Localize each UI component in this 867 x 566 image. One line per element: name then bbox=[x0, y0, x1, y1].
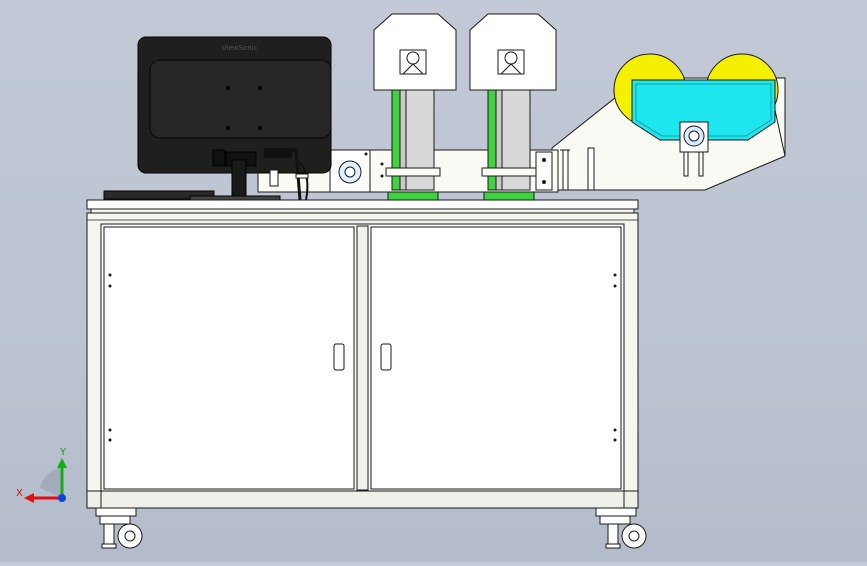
handle-right bbox=[380, 343, 392, 371]
cyan-hopper bbox=[631, 79, 776, 141]
tower-left bbox=[385, 89, 441, 201]
head-right bbox=[469, 13, 557, 91]
table-top bbox=[86, 199, 639, 214]
caster-left bbox=[95, 507, 143, 549]
x-axis-label: X bbox=[16, 488, 23, 499]
coordinate-triad[interactable]: Y X bbox=[16, 447, 67, 503]
caster-right bbox=[595, 507, 647, 549]
cabinet-door-left bbox=[103, 226, 355, 490]
feeder-motor bbox=[679, 121, 709, 177]
head-left bbox=[373, 13, 457, 91]
monitor-brand: ViewSonic bbox=[222, 44, 258, 52]
handle-left bbox=[333, 343, 345, 371]
tower-right bbox=[481, 89, 537, 201]
monitor: ViewSonic bbox=[137, 36, 332, 201]
cabinet-door-right bbox=[370, 226, 622, 490]
y-axis-label: Y bbox=[59, 447, 67, 458]
keyboard bbox=[103, 190, 281, 201]
